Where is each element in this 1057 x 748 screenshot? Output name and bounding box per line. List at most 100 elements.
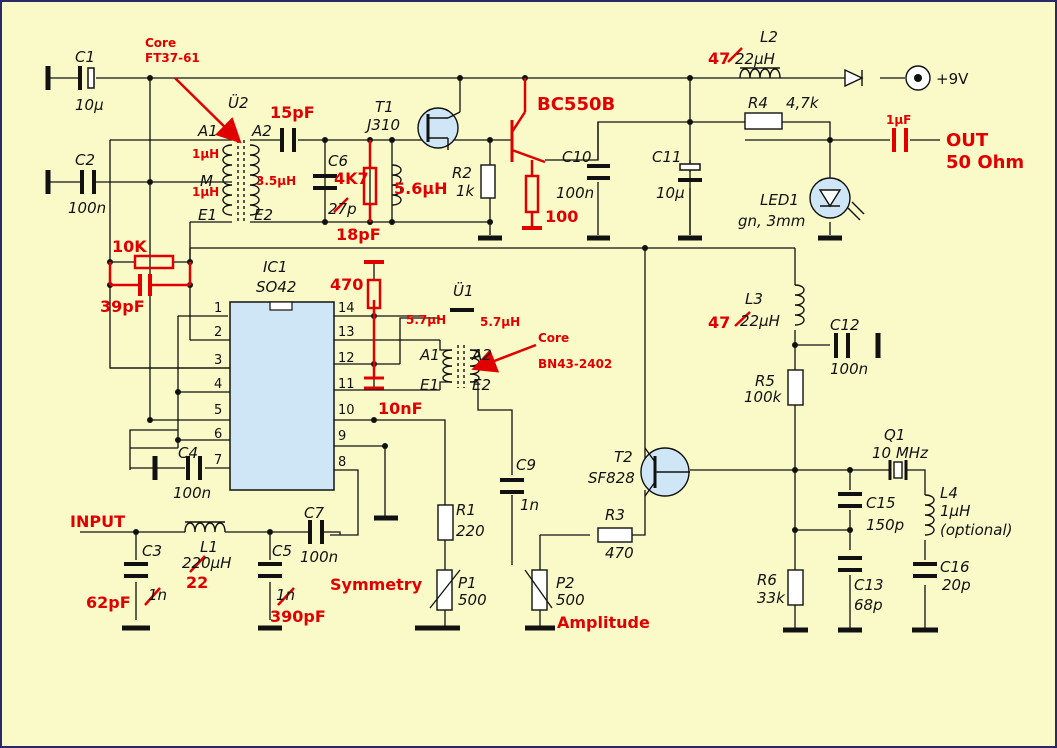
c16-ref: C16 [940, 558, 970, 576]
core1-type: FT37-61 [145, 51, 200, 65]
u2-e1: E1 [198, 206, 217, 224]
c12-value: 100n [830, 360, 868, 378]
inductor-symbols [184, 67, 935, 536]
c13-value: 68p [854, 596, 883, 614]
r10k-label: 10K [112, 237, 147, 256]
u2-a1: A1 [197, 122, 218, 140]
amplitude-label: Amplitude [557, 613, 650, 632]
ic-pin-1: 1 [214, 301, 222, 316]
c5-ref: C5 [272, 542, 292, 560]
c1-ref: C1 [75, 48, 95, 66]
l2-mod: 47 [708, 49, 730, 68]
c6-value: 27p [328, 200, 357, 218]
resistor-symbols [436, 112, 804, 611]
modified-parts [108, 47, 908, 606]
q1-value: 10 MHz [872, 444, 929, 462]
u1-a2: A2 [471, 346, 492, 364]
ic-pin-8: 8 [338, 455, 346, 470]
p1-ref: P1 [458, 574, 477, 592]
capacitor-symbols [78, 66, 937, 578]
u1-57uh-b: 5.7µH [480, 315, 520, 329]
r470-label: 470 [330, 275, 363, 294]
wires [48, 77, 940, 628]
c11-value: 10µ [656, 184, 685, 202]
c4-value: 100n [173, 484, 211, 502]
c12-ref: C12 [830, 316, 860, 334]
c7-value: 100n [300, 548, 338, 566]
p2-ref: P2 [556, 574, 575, 592]
ic1-ref: IC1 [263, 258, 287, 276]
c1-value: 10µ [75, 96, 104, 114]
out-label: OUT [946, 130, 989, 151]
c6-mod: 4K7 [334, 169, 369, 188]
j310-symbol [417, 107, 461, 150]
u2-ref: Ü2 [228, 93, 249, 112]
l3-ref: L3 [745, 290, 763, 308]
r3-value: 470 [605, 544, 634, 562]
ic1-value: SO42 [256, 278, 296, 296]
supply-terminal [905, 65, 931, 91]
c2-ref: C2 [75, 151, 95, 169]
p2-value: 500 [556, 591, 585, 609]
u1-e1: E1 [420, 376, 439, 394]
c15-value: 150p [866, 516, 904, 534]
l3-mod: 47 [708, 313, 730, 332]
c10-ref: C10 [562, 148, 592, 166]
ic-pin-14: 14 [338, 301, 355, 316]
l3-value: 22µH [740, 312, 780, 330]
ic-pin-2: 2 [214, 325, 222, 340]
l2-ref: L2 [760, 28, 778, 46]
r4-ref: R4 [748, 94, 768, 112]
c3-value: 1n [148, 586, 167, 604]
ic-pin-10: 10 [338, 403, 355, 418]
c5-value: 1n [276, 586, 295, 604]
t2-value: SF828 [588, 469, 635, 487]
l56uh-label: 5.6µH [394, 179, 448, 198]
c3-mod: 62pF [86, 593, 131, 612]
c10nf-label: 10nF [378, 399, 423, 418]
t1-ref: T1 [375, 98, 394, 116]
core-arrows [174, 77, 537, 373]
crystal-q1 [888, 460, 908, 480]
c16-value: 20p [942, 576, 971, 594]
ic-pin-11: 11 [338, 377, 355, 392]
l4-ref: L4 [940, 484, 958, 502]
led1-ref: LED1 [760, 191, 799, 209]
r5-ref: R5 [755, 372, 775, 390]
t2-ref: T2 [614, 448, 633, 466]
c15-ref: C15 [866, 494, 896, 512]
l2-value: 22µH [735, 50, 775, 68]
r6-value: 33k [757, 589, 786, 607]
r100-label: 100 [545, 207, 578, 226]
u2-a2: A2 [251, 122, 272, 140]
symmetry-label: Symmetry [330, 575, 423, 594]
sf828-symbol [640, 447, 690, 497]
c3-ref: C3 [142, 542, 162, 560]
led1-symbol [809, 177, 865, 221]
ground-symbols [45, 66, 938, 633]
core1-label: Core [145, 36, 176, 50]
c10-value: 100n [556, 184, 594, 202]
l4-note: (optional) [940, 521, 1013, 539]
r3-ref: R3 [605, 506, 625, 524]
u1-57uh-a: 5.7µH [406, 313, 446, 327]
c4-ref: C4 [178, 444, 198, 462]
supply-label: +9V [936, 70, 969, 88]
ic-pin-3: 3 [214, 353, 222, 368]
ic-pin-12: 12 [338, 351, 355, 366]
ic1-pin-numbers: 1 2 3 4 5 6 7 14 13 12 11 10 9 8 [214, 301, 355, 470]
c2-value: 100n [68, 199, 106, 217]
ic-pin-9: 9 [338, 429, 346, 444]
c9-value: 1n [520, 496, 539, 514]
u2-35uh: 3.5µH [256, 174, 296, 188]
u2-1uh-a: 1µH [192, 147, 219, 161]
l4-value: 1µH [940, 502, 970, 520]
c9-ref: C9 [516, 456, 536, 474]
r1-value: 220 [456, 522, 485, 540]
q1-ref: Q1 [884, 426, 905, 444]
c1uf-label: 1µF [886, 113, 911, 127]
core2-label: Core [538, 331, 569, 345]
p1-value: 500 [458, 591, 487, 609]
u2-e2: E2 [254, 206, 273, 224]
